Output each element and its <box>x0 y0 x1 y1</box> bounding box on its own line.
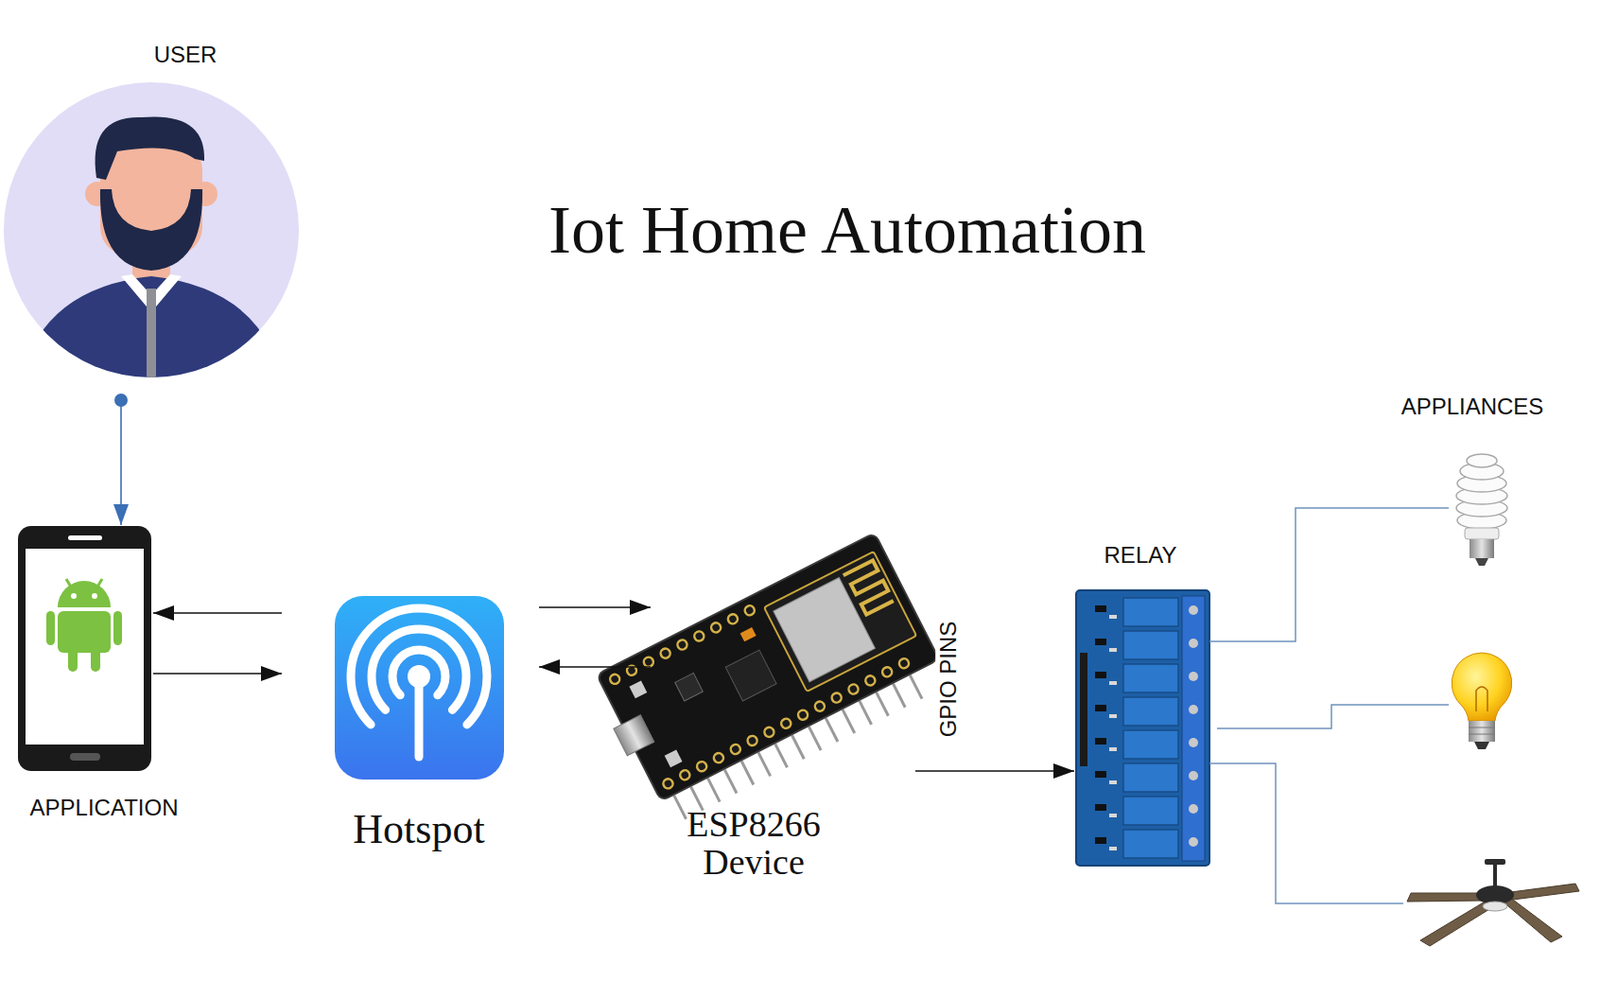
light-bulb <box>1451 652 1513 749</box>
node-label: USER <box>154 41 218 69</box>
connector-arrow <box>114 393 128 525</box>
relay-board <box>1076 590 1210 866</box>
connector-arrow <box>153 673 282 675</box>
node-label: APPLICATION <box>30 794 179 821</box>
hotspot-icon <box>334 595 505 780</box>
component-node: RELAY <box>1076 590 1210 866</box>
phone-icon <box>17 525 152 771</box>
cfl-bulb <box>1456 453 1508 566</box>
component-node: ESP8266 Device <box>652 535 914 797</box>
node-label: ESP8266 Device <box>659 805 849 882</box>
connector-arrow <box>915 770 1075 772</box>
group-label: APPLIANCES <box>1401 393 1545 420</box>
appliance-wire <box>1209 507 1449 904</box>
node-label: RELAY <box>1104 541 1178 569</box>
connector-arrow <box>539 666 651 668</box>
diagram-title: Iot Home Automation <box>548 192 1147 268</box>
component-node: USER <box>3 37 299 400</box>
node-label: Hotspot <box>352 807 485 852</box>
user-avatar <box>3 82 299 393</box>
esp8266-board <box>588 532 952 830</box>
connector-arrow <box>539 607 651 609</box>
component-node: APPLICATION <box>17 525 152 771</box>
signal-label: GPIO PINS <box>935 619 962 740</box>
ceiling-fan <box>1407 858 1580 946</box>
component-node: Hotspot <box>283 595 538 780</box>
connector-arrow <box>153 612 282 614</box>
